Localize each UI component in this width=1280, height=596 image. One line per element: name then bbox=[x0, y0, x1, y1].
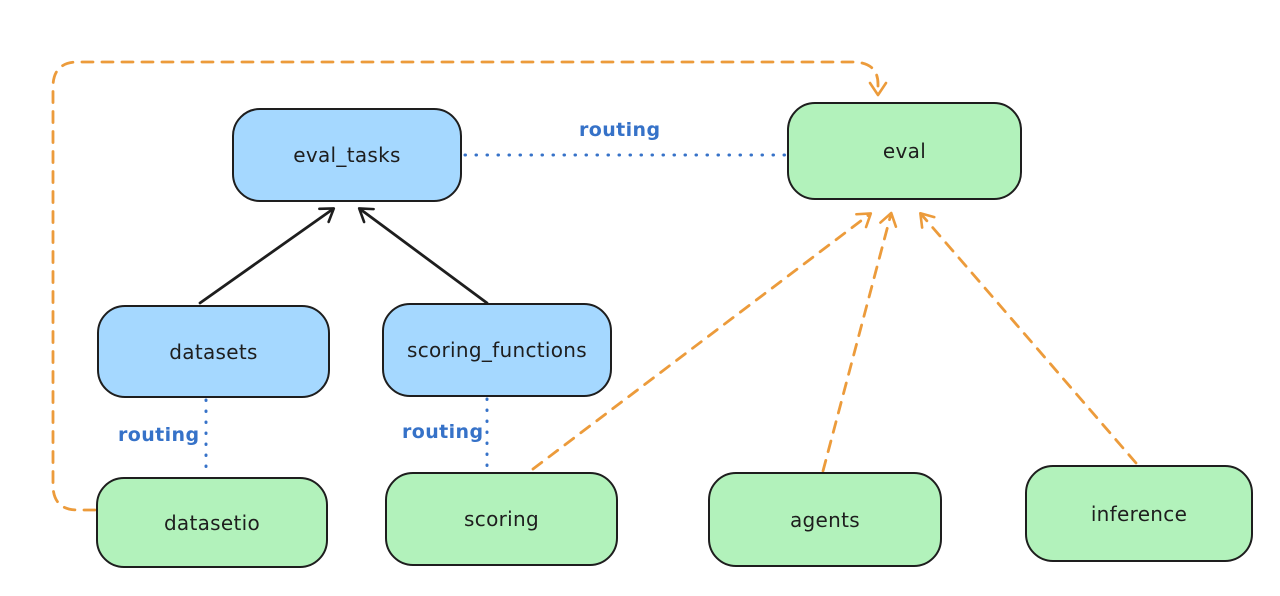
edge-label-routing-scoring-functions-scoring: routing bbox=[402, 421, 484, 443]
edge-agents-to-eval bbox=[821, 211, 898, 473]
node-datasets-label: datasets bbox=[169, 339, 258, 364]
edge-datasetio-to-eval bbox=[51, 60, 888, 512]
edge-label-routing-eval-tasks-eval: routing bbox=[579, 119, 661, 141]
edge-label-routing-datasets-datasetio: routing bbox=[118, 424, 200, 446]
edge-scoring-to-eval bbox=[531, 212, 873, 471]
node-eval: eval bbox=[787, 102, 1022, 200]
node-eval-label: eval bbox=[882, 139, 927, 163]
node-scoring-functions: scoring_functions bbox=[382, 303, 612, 397]
node-datasetio: datasetio bbox=[96, 477, 328, 568]
node-datasetio-label: datasetio bbox=[163, 510, 261, 535]
node-scoring: scoring bbox=[385, 472, 618, 566]
node-agents-label: agents bbox=[790, 507, 860, 532]
node-eval-tasks: eval_tasks bbox=[232, 108, 462, 202]
node-inference: inference bbox=[1025, 465, 1253, 562]
edge-datasets-to-eval-tasks bbox=[198, 207, 336, 305]
node-scoring-functions-label: scoring_functions bbox=[406, 338, 588, 362]
node-eval-tasks-label: eval_tasks bbox=[293, 143, 401, 167]
edge-scoring-functions-to-eval-tasks bbox=[357, 207, 489, 305]
edge-inference-to-eval bbox=[919, 211, 1138, 465]
node-scoring-label: scoring bbox=[464, 507, 539, 531]
node-agents: agents bbox=[708, 472, 942, 567]
node-datasets: datasets bbox=[97, 305, 330, 398]
node-inference-label: inference bbox=[1090, 501, 1188, 526]
